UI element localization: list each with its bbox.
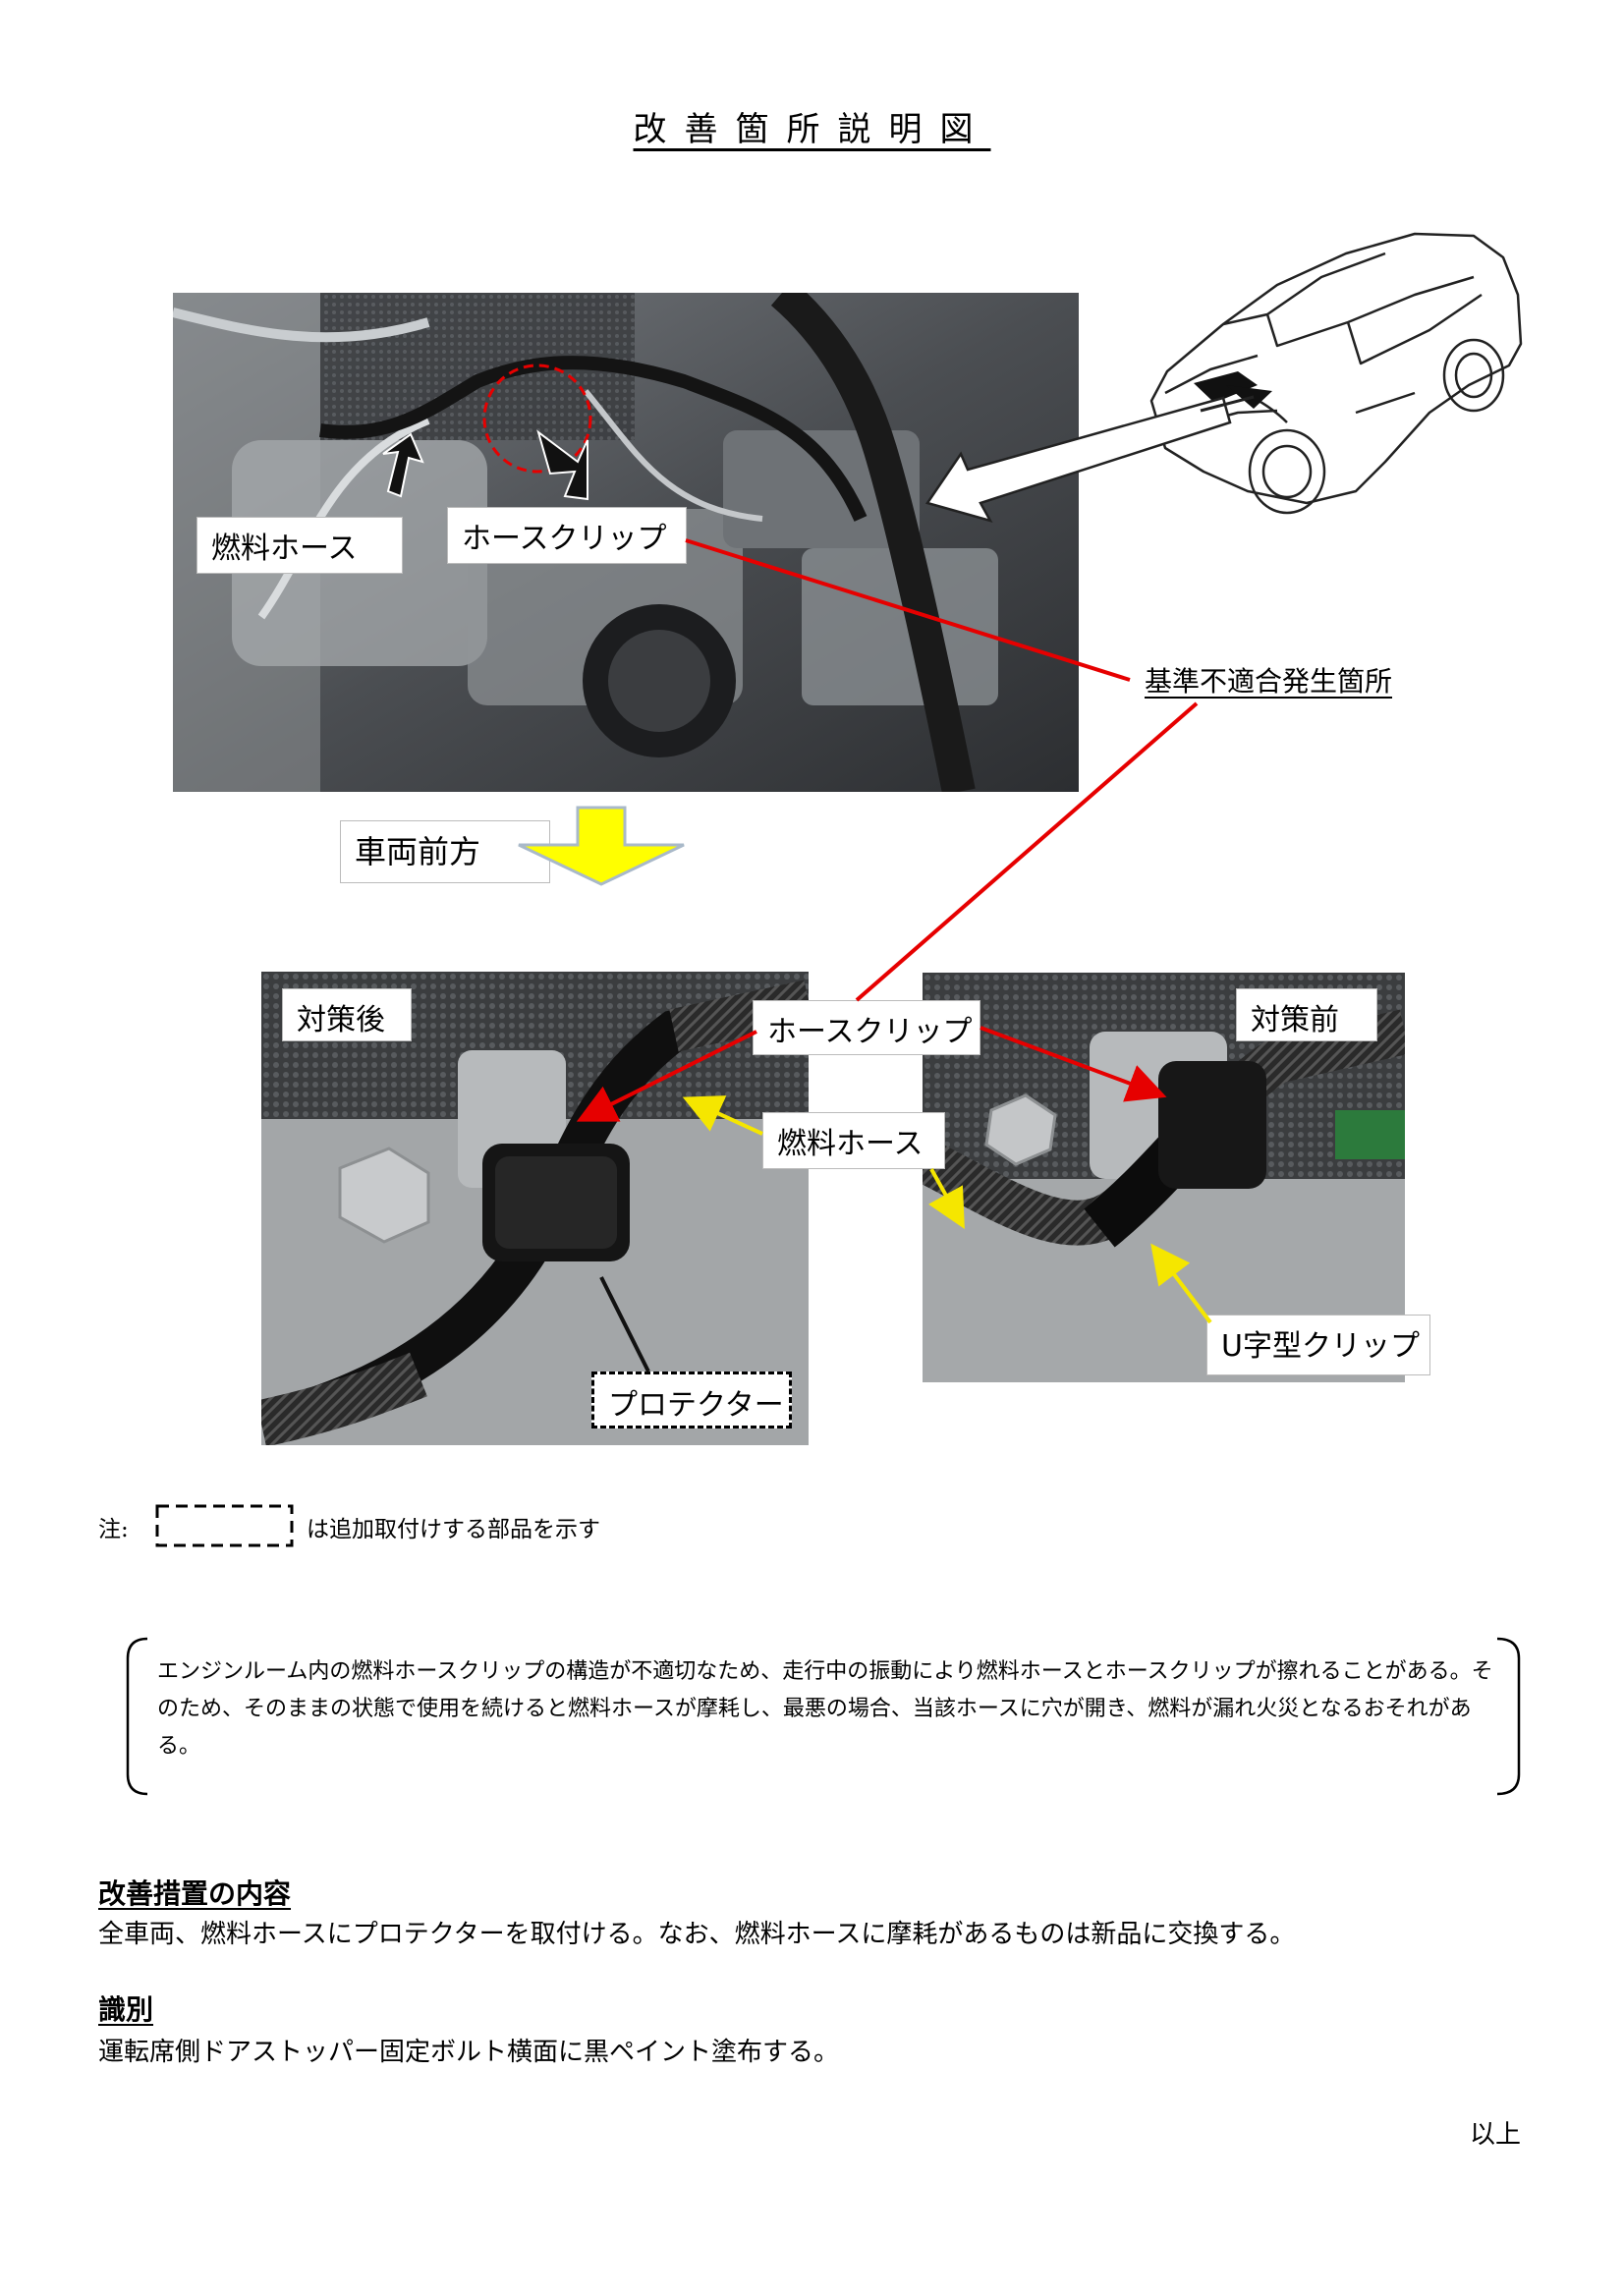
measure-text: 全車両、燃料ホースにプロテクターを取付ける。なお、燃料ホースに摩耗があるものは新… bbox=[98, 1920, 1296, 1949]
tag-after: 対策後 bbox=[282, 988, 412, 1041]
note-dashed-box bbox=[155, 1504, 294, 1547]
label-u-clip: U字型クリップ bbox=[1206, 1315, 1430, 1375]
identification-heading: 識別 bbox=[98, 1993, 154, 2026]
nonconformity-callout: 基準不適合発生箇所 bbox=[1145, 665, 1393, 698]
note-prefix: 注: bbox=[98, 1517, 129, 1542]
note-text: は追加取付けする部品を示す bbox=[307, 1517, 600, 1542]
tag-before: 対策前 bbox=[1236, 988, 1377, 1041]
notice-bracket-right bbox=[1496, 1637, 1521, 1796]
page-title: 改善箇所説明図 bbox=[633, 110, 991, 149]
label-hose-clip-engine: ホースクリップ bbox=[447, 507, 687, 564]
identification-text: 運転席側ドアストッパー固定ボルト横面に黒ペイント塗布する。 bbox=[98, 2038, 840, 2067]
defect-description: エンジンルーム内の燃料ホースクリップの構造が不適切なため、走行中の振動により燃料… bbox=[157, 1659, 1493, 1759]
label-fuel-hose-detail: 燃料ホース bbox=[762, 1112, 945, 1169]
end-mark: 以上 bbox=[1470, 2120, 1522, 2150]
label-protector: プロテクター bbox=[591, 1372, 792, 1428]
vehicle-direction-label: 車両前方 bbox=[340, 820, 550, 883]
label-fuel-hose-engine: 燃料ホース bbox=[196, 517, 403, 574]
notice-bracket-left bbox=[126, 1637, 148, 1796]
after-photo bbox=[261, 972, 809, 1445]
label-hose-clip-detail: ホースクリップ bbox=[753, 1000, 980, 1055]
measure-heading: 改善措置の内容 bbox=[98, 1877, 292, 1910]
